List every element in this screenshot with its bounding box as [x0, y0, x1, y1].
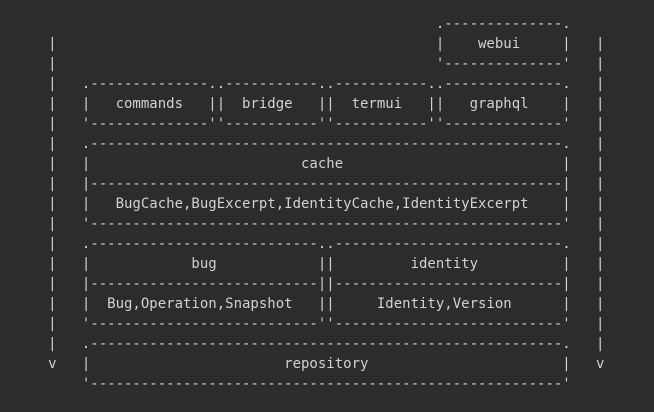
diagram-row: | | cache | | [6, 156, 605, 172]
diagram-row: | | webui | | [6, 36, 605, 52]
diagram-row: | .-------------------------------------… [6, 336, 605, 352]
diagram-row: | .-------------------------------------… [6, 136, 605, 152]
diagram-row: | | Bug,Operation,Snapshot || Identity,V… [6, 296, 605, 312]
diagram-row: | '---------------------------''--------… [6, 316, 605, 332]
diagram-row: v | repository | v [6, 356, 605, 372]
diagram-row: | .--------------..-----------..--------… [6, 76, 605, 92]
diagram-row: | |-------------------------------------… [6, 176, 605, 192]
diagram-row: | | commands || bridge || termui || grap… [6, 96, 605, 112]
diagram-row: | .---------------------------..--------… [6, 236, 605, 252]
diagram-row: | | bug || identity | | [6, 256, 605, 272]
ascii-architecture-diagram: .--------------. | | webui | | | '------… [6, 14, 648, 394]
diagram-row: | '-------------------------------------… [6, 216, 605, 232]
diagram-row: | |---------------------------||--------… [6, 276, 605, 292]
diagram-row: .--------------. [6, 16, 571, 32]
diagram-row: | '--------------' | [6, 56, 605, 72]
diagram-row: | '--------------''-----------''--------… [6, 116, 605, 132]
diagram-row: '---------------------------------------… [6, 376, 571, 392]
diagram-row: | | BugCache,BugExcerpt,IdentityCache,Id… [6, 196, 605, 212]
